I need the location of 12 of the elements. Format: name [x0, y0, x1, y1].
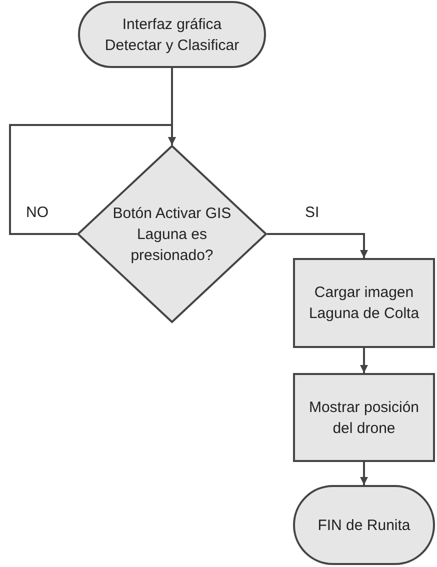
arrow [360, 462, 368, 485]
arrow [267, 233, 368, 258]
decision-diamond [77, 145, 267, 323]
process-box [293, 258, 435, 348]
process-box [293, 373, 435, 462]
node-label: Botón Activar GIS Laguna es presionado? [112, 204, 232, 266]
node-label: FIN de Runita [318, 516, 410, 536]
arrow [360, 348, 368, 373]
node-label: Cargar imagen Laguna de Colta [308, 283, 420, 324]
arrow [9, 124, 176, 235]
node-label: Interfaz gráfica Detectar y Clasificar [104, 14, 240, 56]
node-label: Mostrar posición del drone [308, 398, 420, 438]
